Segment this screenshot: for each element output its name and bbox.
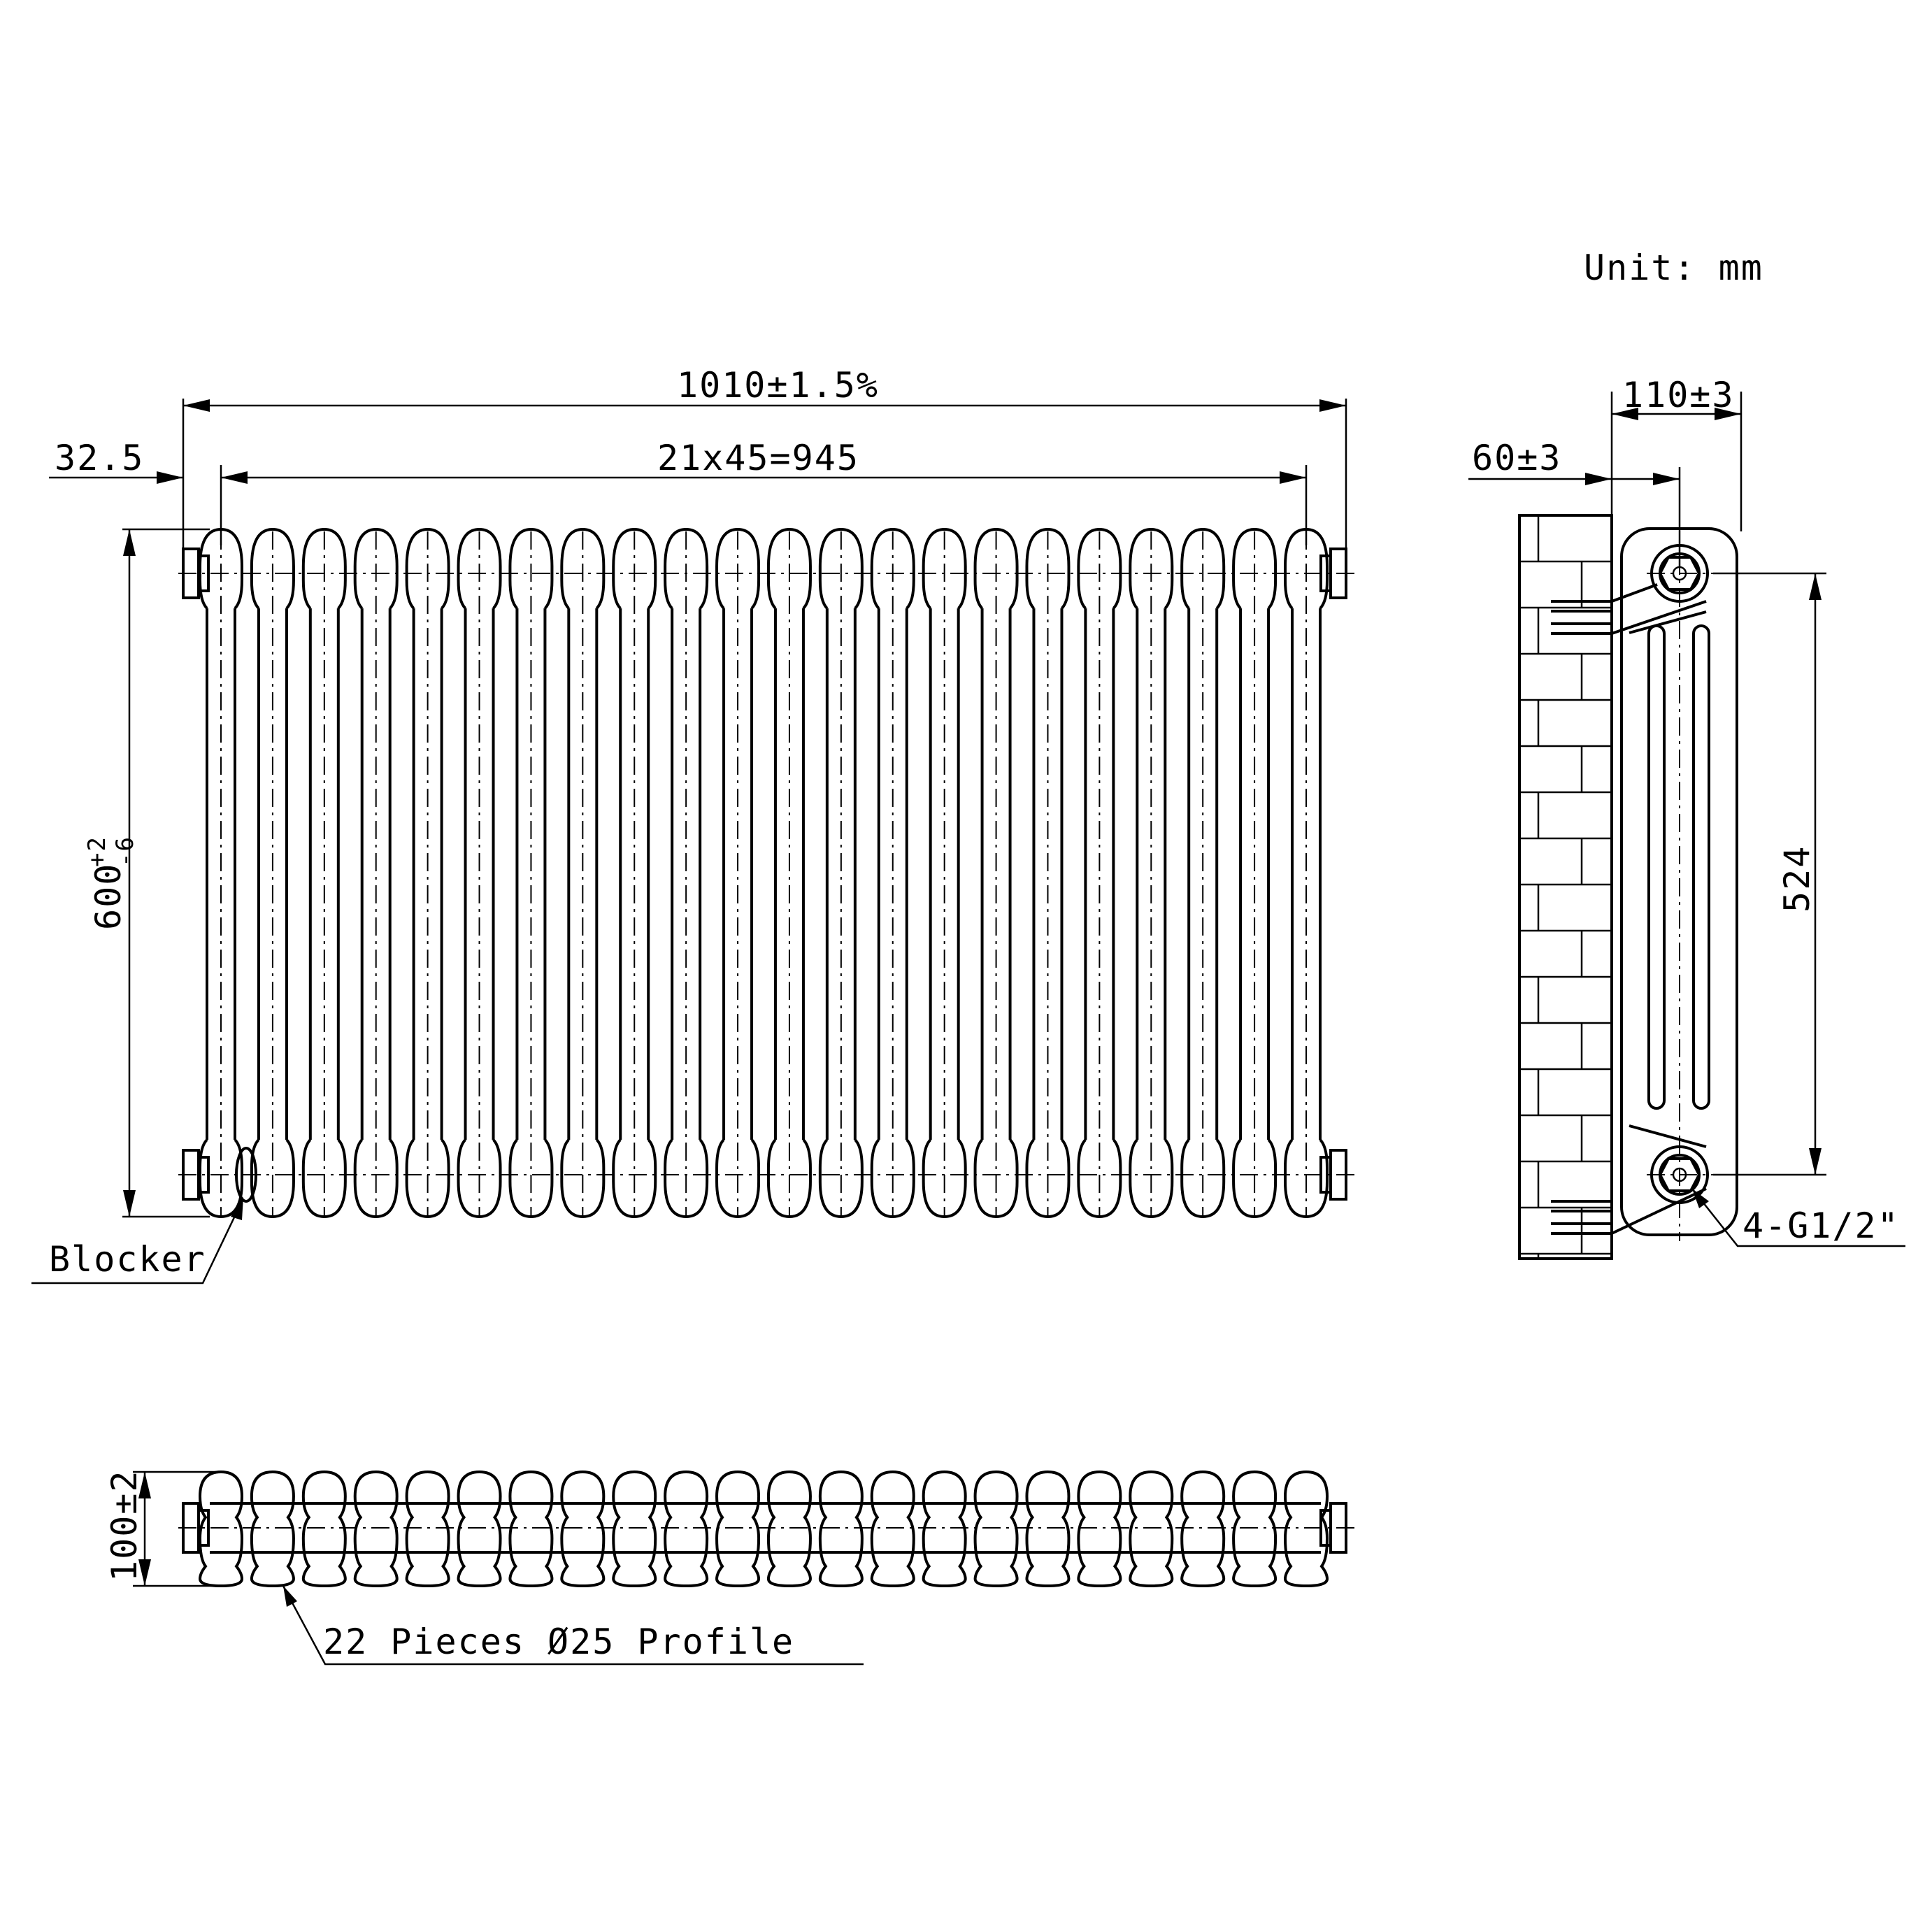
wall xyxy=(1518,514,1613,1260)
plan-column xyxy=(922,1470,967,1588)
wall-offset-label: 60±3 xyxy=(1472,438,1561,478)
radiator-column xyxy=(1180,527,1226,1219)
side-depth-dimension: 110±3 xyxy=(1610,375,1743,531)
connection-size-leader: 4-G1/2" xyxy=(1691,1188,1905,1247)
radiator-column xyxy=(1129,527,1174,1219)
plan-column xyxy=(766,1470,812,1588)
plan-column xyxy=(353,1470,399,1588)
end-offset-label: 32.5 xyxy=(55,438,144,478)
radiator-column xyxy=(1284,527,1329,1219)
plan-column xyxy=(1180,1470,1226,1588)
plan-column xyxy=(560,1470,606,1588)
radiator-column xyxy=(870,527,915,1219)
plan-column xyxy=(1283,1470,1329,1588)
radiator-column xyxy=(766,527,812,1219)
plan-column xyxy=(1129,1470,1174,1588)
profile-leader: 22 Pieces Ø25 Profile xyxy=(282,1585,864,1666)
radiator-column xyxy=(508,527,554,1219)
radiator-column xyxy=(664,527,709,1219)
height-label: 600 xyxy=(88,863,129,930)
radiator-column xyxy=(1077,527,1122,1219)
unit-label: Unit: mm xyxy=(1584,248,1763,288)
plan-depth-label: 100±2 xyxy=(104,1469,145,1582)
radiator-column xyxy=(612,527,657,1219)
radiator-column xyxy=(301,527,347,1219)
end-plug-left-top xyxy=(182,548,210,599)
end-plug-right-top xyxy=(1319,548,1347,599)
radiator-column xyxy=(922,527,967,1219)
radiator-column xyxy=(973,527,1019,1219)
radiator-column xyxy=(353,527,399,1219)
plan-column xyxy=(250,1470,295,1588)
wall-offset-dimension: 60±3 xyxy=(1468,438,1681,566)
section-spacing-label: 21x45=945 xyxy=(657,438,859,478)
plan-depth-dimension: 100±2 xyxy=(104,1469,221,1587)
radiator-column xyxy=(405,527,450,1219)
pipe-centres-dimension: 524 xyxy=(1713,572,1826,1176)
plan-column xyxy=(1025,1470,1071,1588)
radiator-column xyxy=(457,527,502,1219)
plan-end-plug-right xyxy=(1319,1502,1347,1554)
connection-size-label: 4-G1/2" xyxy=(1743,1205,1900,1246)
radiator-column xyxy=(818,527,864,1219)
plan-view: 100±2 22 Pieces Ø25 Profile xyxy=(104,1469,1357,1666)
radiator-column xyxy=(250,527,295,1219)
radiator-column xyxy=(560,527,606,1219)
height-dimension: 600 +2 -6 xyxy=(83,528,210,1218)
plan-column xyxy=(715,1470,761,1588)
plan-column xyxy=(508,1470,554,1588)
radiator-column xyxy=(1232,527,1278,1219)
wall-bracket-bottom xyxy=(1551,1187,1707,1235)
plan-end-plug-left xyxy=(182,1502,210,1554)
plan-column xyxy=(301,1470,347,1588)
plan-column xyxy=(457,1470,502,1588)
radiator-column xyxy=(1025,527,1071,1219)
plan-column xyxy=(1077,1470,1122,1588)
plan-column xyxy=(405,1470,450,1588)
side-view: 110±3 60±3 xyxy=(1468,375,1905,1260)
radiator-column xyxy=(199,527,243,1219)
blocker: Blocker xyxy=(31,1147,257,1285)
radiator-column xyxy=(715,527,761,1219)
height-tolerance-plus: +2 xyxy=(83,836,111,867)
plan-column xyxy=(973,1470,1019,1588)
end-plug-left-bottom xyxy=(182,1149,210,1201)
plan-column xyxy=(664,1470,709,1588)
profile-label: 22 Pieces Ø25 Profile xyxy=(323,1622,794,1662)
pipe-centres-label: 524 xyxy=(1777,845,1817,913)
section-spacing-dimension: 32.5 21x45=945 xyxy=(49,438,1308,545)
blocker-label: Blocker xyxy=(49,1239,206,1280)
plan-column xyxy=(1232,1470,1278,1588)
plan-column xyxy=(612,1470,657,1588)
plan-column xyxy=(818,1470,864,1588)
plan-columns xyxy=(198,1470,1329,1588)
radiator-columns xyxy=(199,527,1329,1219)
front-view: 1010±1.5% 32.5 21x45=945 600 +2 -6 xyxy=(31,365,1357,1285)
wall-bracket-top xyxy=(1551,583,1707,635)
height-tolerance-minus: -6 xyxy=(111,836,139,867)
overall-width-dimension: 1010±1.5% xyxy=(182,365,1347,559)
overall-width-label: 1010±1.5% xyxy=(677,365,879,406)
end-plug-right-bottom xyxy=(1319,1149,1347,1201)
side-depth-label: 110±3 xyxy=(1622,375,1735,415)
plan-column xyxy=(198,1470,244,1588)
plan-column xyxy=(870,1470,915,1588)
